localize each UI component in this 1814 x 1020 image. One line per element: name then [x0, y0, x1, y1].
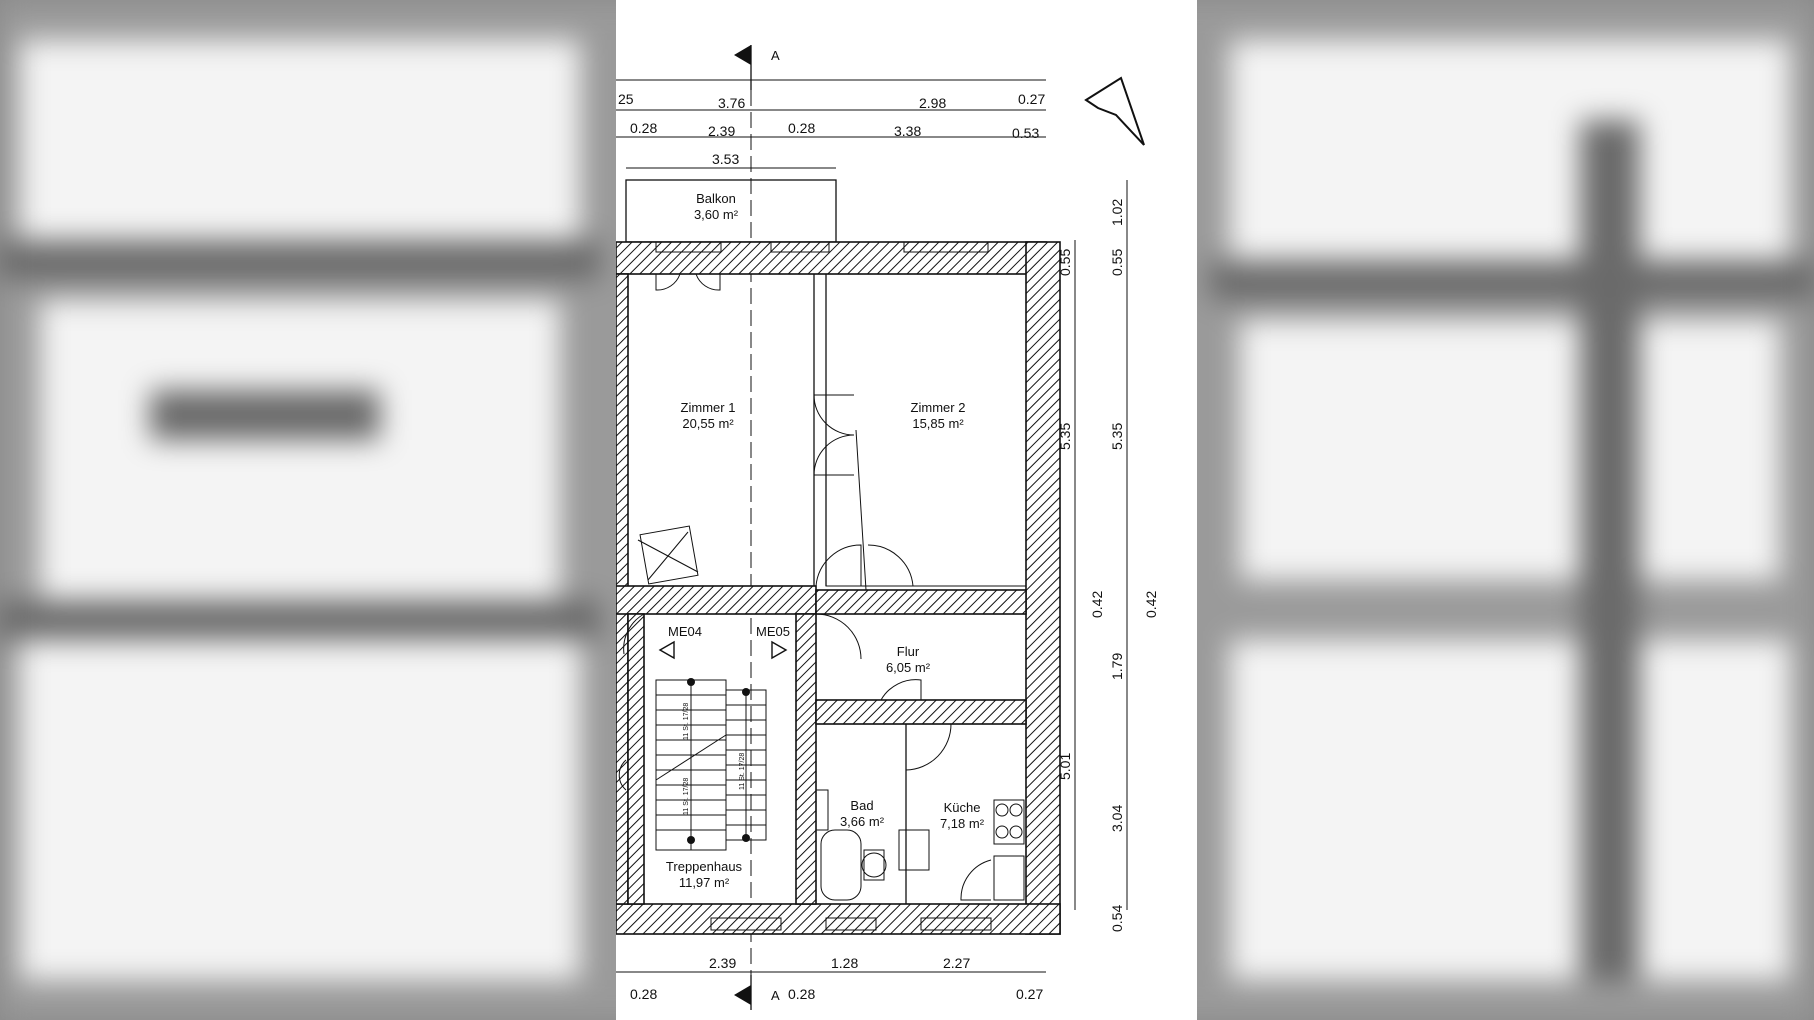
dim-top-1-d: 0.27 [1018, 91, 1045, 107]
flur-area: 6,05 m² [886, 660, 931, 675]
section-marker-top: A [734, 45, 780, 90]
dim-right-outer-e: 1.79 [1109, 653, 1125, 680]
zimmer2-area: 15,85 m² [912, 416, 964, 431]
dim-top-1-a: 25 [618, 91, 634, 107]
dim-top-2-e: 0.53 [1012, 125, 1039, 141]
zimmer2-name: Zimmer 2 [911, 400, 966, 415]
dim-top-2-c: 0.28 [788, 120, 815, 136]
stair-note-3: 11 St. 17/28 [739, 753, 746, 790]
treppenhaus-area: 11,97 m² [679, 875, 730, 890]
dim-right-outer-d: 0.42 [1143, 591, 1159, 618]
dim-bottom-2-c: 0.27 [1016, 986, 1043, 1002]
stair-note-2: 11 St. 17/28 [683, 778, 690, 815]
doors [618, 273, 992, 901]
dim-right-inner-c: 0.42 [1089, 591, 1105, 618]
floor-plan-panel: A A 25 3.76 2.98 0.27 0.28 2.39 0.28 3.3… [616, 0, 1197, 1020]
dim-top-2-a: 0.28 [630, 120, 657, 136]
balkon-area: 3,60 m² [694, 207, 739, 222]
dim-right-inner-a: 0.55 [1057, 249, 1073, 276]
dim-bottom-1-b: 1.28 [831, 955, 858, 971]
dim-bottom-2-b: 0.28 [788, 986, 815, 1002]
staircase: 11 St. 17/28 11 St. 17/28 11 St. 17/28 [655, 678, 767, 851]
treppenhaus-name: Treppenhaus [666, 859, 743, 874]
dim-top-2-d: 3.38 [894, 123, 921, 139]
dim-top-1-b: 3.76 [718, 95, 745, 111]
unit-markers: ME04 ME05 [658, 624, 790, 660]
dim-right-inner-b: 5.35 [1057, 423, 1073, 450]
dim-bottom-1-c: 2.27 [943, 955, 970, 971]
dim-right-outer-c: 5.35 [1109, 423, 1125, 450]
rooms [627, 273, 1027, 905]
kueche-area: 7,18 m² [940, 816, 985, 831]
room-labels: Balkon 3,60 m² Zimmer 1 20,55 m² Zimmer … [666, 191, 985, 890]
dim-right-outer-a: 1.02 [1109, 199, 1125, 226]
balkon-name: Balkon [696, 191, 736, 206]
windows [655, 241, 992, 931]
dimension-lines-right: 0.55 5.35 0.42 5.01 1.02 0.55 5.35 0.42 … [1057, 180, 1159, 932]
dim-bottom-1-a: 2.39 [709, 955, 736, 971]
bad-name: Bad [850, 798, 873, 813]
zimmer1-area: 20,55 m² [682, 416, 734, 431]
dim-right-outer-f: 3.04 [1109, 805, 1125, 832]
kueche-name: Küche [944, 800, 981, 815]
unit-label-right: ME05 [756, 624, 790, 639]
unit-label-left: ME04 [668, 624, 702, 639]
section-marker-bottom: A [734, 975, 780, 1010]
dim-right-inner-d: 5.01 [1057, 753, 1073, 780]
bad-area: 3,66 m² [840, 814, 885, 829]
stair-note-1: 11 St. 17/28 [683, 703, 690, 740]
dim-right-outer-b: 0.55 [1109, 249, 1125, 276]
flur-name: Flur [897, 644, 920, 659]
north-arrow-icon [1084, 76, 1145, 146]
furniture [637, 525, 1025, 901]
dim-top-1-c: 2.98 [919, 95, 946, 111]
dim-top-2-b: 2.39 [708, 123, 735, 139]
walls [616, 241, 1061, 935]
svg-text:A: A [771, 988, 780, 1003]
zimmer1-name: Zimmer 1 [681, 400, 736, 415]
floor-plan: A A 25 3.76 2.98 0.27 0.28 2.39 0.28 3.3… [616, 45, 1159, 1010]
dim-right-outer-g: 0.54 [1109, 905, 1125, 932]
dimension-lines-bottom: 2.39 1.28 2.27 0.28 0.28 0.27 [616, 955, 1046, 1002]
dim-bottom-2-a: 0.28 [630, 986, 657, 1002]
dimension-lines-top: 25 3.76 2.98 0.27 0.28 2.39 0.28 3.38 0.… [616, 79, 1046, 169]
dim-top-3-a: 3.53 [712, 151, 739, 167]
svg-text:A: A [771, 48, 780, 63]
